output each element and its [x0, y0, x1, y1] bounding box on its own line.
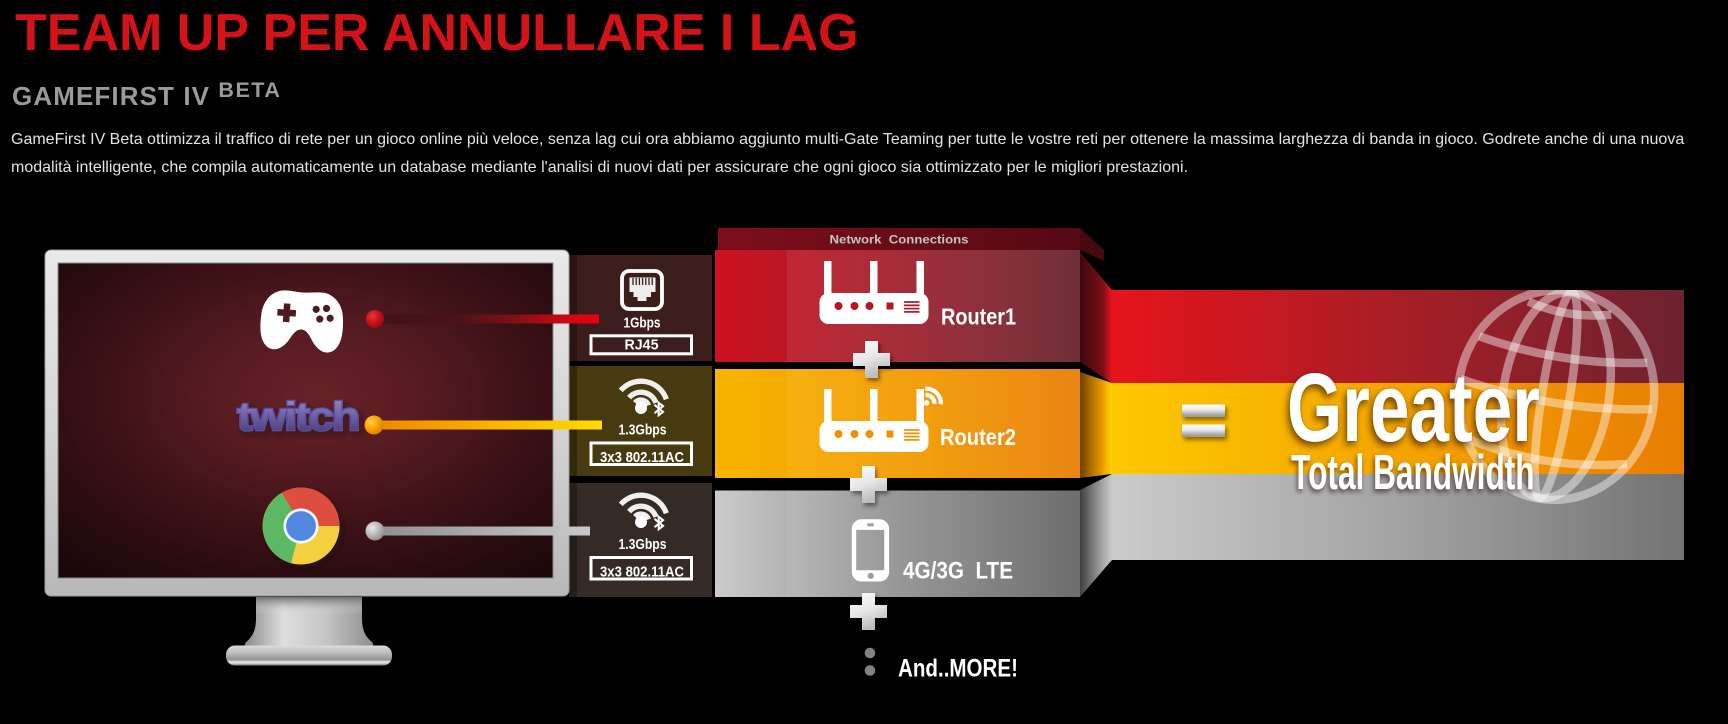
svg-text:1.3Gbps: 1.3Gbps [619, 421, 667, 438]
svg-text:1Gbps: 1Gbps [624, 315, 661, 332]
svg-text:RJ45: RJ45 [625, 337, 659, 354]
svg-text:1.3Gbps: 1.3Gbps [619, 536, 667, 553]
svg-text:Router1: Router1 [941, 304, 1016, 330]
svg-text:Network Connections: Network Connections [830, 233, 969, 247]
svg-text:3x3 802.11AC: 3x3 802.11AC [600, 564, 684, 581]
svg-text:Router2: Router2 [940, 424, 1016, 450]
svg-text:twitch: twitch [237, 395, 358, 439]
svg-text:4G/3G LTE: 4G/3G LTE [903, 558, 1013, 585]
svg-text:And..MORE!: And..MORE! [898, 655, 1018, 683]
svg-text:3x3 802.11AC: 3x3 802.11AC [600, 449, 684, 466]
